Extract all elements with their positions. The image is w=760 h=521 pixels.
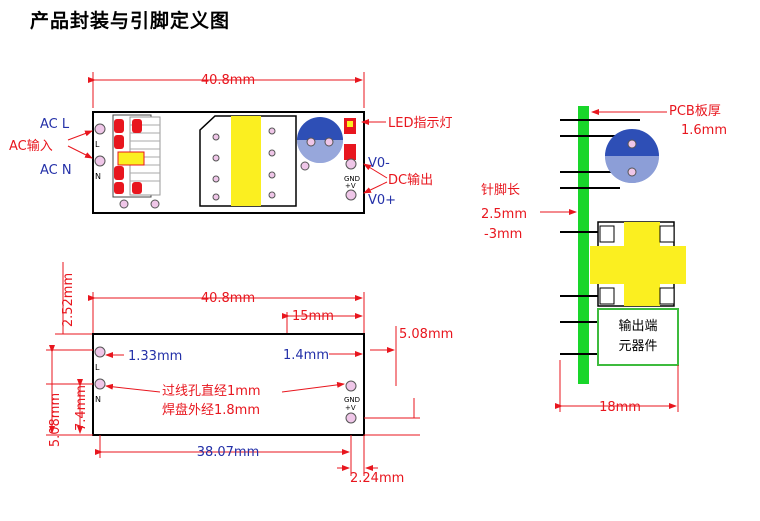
pin-length-value-2: -3mm: [484, 227, 522, 242]
pin-v-pad: [345, 189, 357, 201]
pad-note-arrow: [281, 381, 345, 393]
dim-508r-label: 5.08mm: [399, 327, 453, 342]
pad-note: 焊盘外经1.8mm: [162, 402, 260, 418]
page-title: 产品封装与引脚定义图: [30, 10, 231, 32]
bottom-gnd-label: GND: [344, 396, 360, 404]
diode-pad: [114, 135, 124, 149]
dc-output-label: DC输出: [388, 172, 433, 188]
ac-l-label: AC L: [40, 117, 70, 132]
v-plus-label: V0+: [368, 193, 396, 208]
pin-l-pad: [94, 123, 106, 135]
pin-gnd-pad: [345, 158, 357, 170]
pin-plus-v-label: +V: [345, 182, 356, 190]
diode-pad: [114, 182, 124, 194]
dim-508l-label: 5.08mm: [48, 393, 63, 447]
diode-pad: [132, 182, 142, 194]
top-width-dim-label: 40.8mm: [201, 73, 255, 88]
transformer-core: [231, 116, 261, 206]
output-component-label-2: 元器件: [618, 339, 657, 354]
dim-3807-label: 38.07mm: [197, 445, 260, 460]
hole-note: 过线孔直经1mm: [162, 384, 261, 399]
pin-l-label: L: [95, 140, 100, 149]
diode-pad: [114, 119, 124, 133]
bottom-pin-v: [345, 412, 357, 424]
bottom-pin-l: [94, 346, 106, 358]
bottom-plus-v-label: +V: [345, 404, 356, 412]
diode-pad: [132, 119, 142, 133]
dim-224-label: 2.24mm: [350, 471, 404, 486]
dim-252-label: 2.52mm: [61, 273, 76, 327]
pin-length-label: 针脚长: [481, 182, 520, 198]
bottom-pin-gnd: [345, 380, 357, 392]
hole-note-arrow: [105, 383, 161, 393]
ac-input-arrow-l: [67, 130, 93, 141]
bottom-view: 2.52mm 40.8mm 15mm 5.08mm L N GND +V 1.3…: [46, 262, 453, 486]
pcb-thickness-label: PCB板厚: [669, 104, 721, 119]
ac-input-label: AC输入: [9, 138, 53, 154]
bottom-width-dim-label: 40.8mm: [201, 291, 255, 306]
ac-n-label: AC N: [40, 163, 72, 178]
dc-output-arrow-2: [363, 181, 388, 194]
v-minus-label: V0-: [368, 156, 390, 171]
pin-length-value-1: 2.5mm: [481, 207, 527, 222]
output-component-label-1: 输出端: [618, 318, 657, 334]
pcb-board: [578, 106, 589, 384]
ac-input-arrow-n: [67, 145, 93, 159]
output-component-box: [597, 308, 679, 366]
dim-15-label: 15mm: [292, 309, 334, 324]
dim-133-label: 1.33mm: [128, 349, 182, 364]
dim-74-label: 7.4mm: [74, 385, 89, 431]
dim-14-label: 1.4mm: [283, 348, 329, 363]
bottom-pin-l-label: L: [95, 363, 100, 372]
pin-n-pad: [94, 155, 106, 167]
fuse: [117, 151, 145, 166]
pin-n-label: N: [95, 172, 101, 181]
dc-output-arrow-1: [363, 163, 388, 179]
led-resistor: [344, 144, 356, 160]
top-view: 40.8mm L N AC L AC N AC输入: [9, 72, 452, 214]
side-capacitor: [605, 129, 659, 183]
side-view: 输出端 元器件 PCB板厚 1.6mm 针脚长 2.5mm -3mm 18mm: [481, 104, 727, 415]
pin-gnd-label: GND: [344, 175, 360, 183]
led-label: LED指示灯: [388, 116, 452, 131]
bottom-pin-n: [94, 378, 106, 390]
bottom-board-outline: [92, 333, 365, 436]
bottom-pin-n-label: N: [95, 395, 101, 404]
pcb-thickness-value: 1.6mm: [681, 123, 727, 138]
diode-pad: [114, 166, 124, 180]
depth-dim-label: 18mm: [599, 400, 641, 415]
